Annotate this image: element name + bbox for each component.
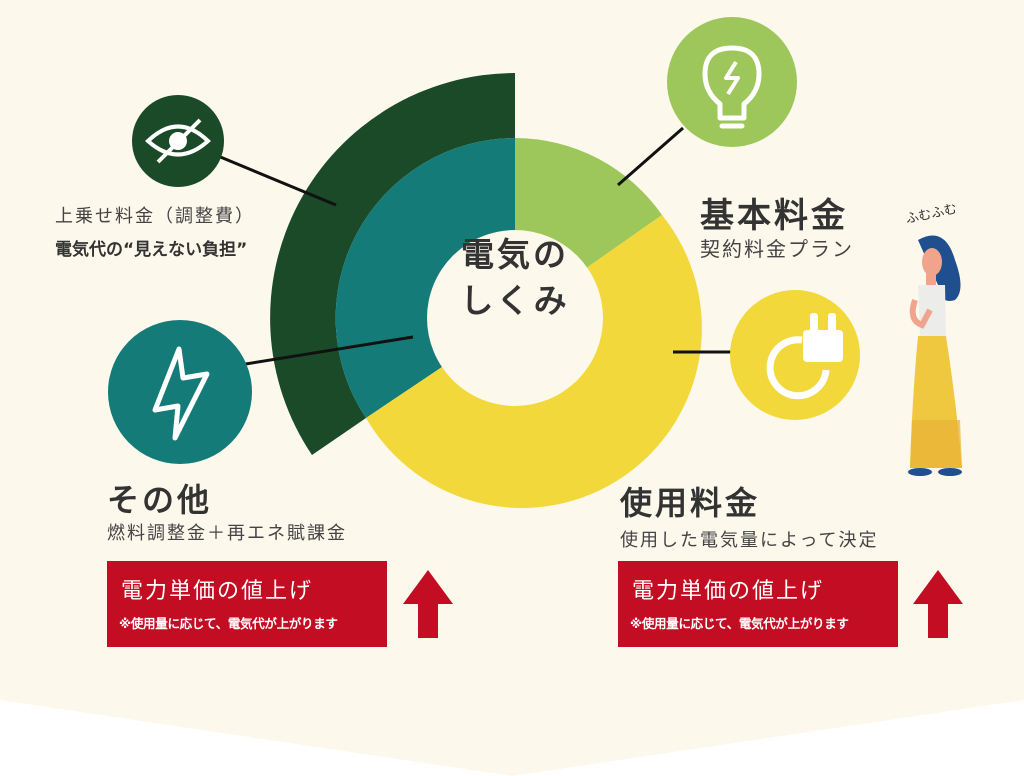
usage-title: 使用料金	[620, 484, 761, 522]
other-title: その他	[107, 481, 213, 519]
light-bulb-icon	[667, 17, 797, 147]
notice-note: ※使用量に応じて、電気代が上がります	[119, 616, 338, 631]
notice-title: 電力単価の値上げ	[121, 579, 314, 604]
basic-title: 基本料金	[700, 196, 848, 236]
surcharge-subtitle: 電気代の“見えない負担”	[55, 240, 248, 260]
lightning-icon	[108, 320, 252, 464]
other-price-notice: 電力単価の値上げ ※使用量に応じて、電気代が上がります	[107, 561, 387, 647]
thinking-woman-illustration	[908, 235, 962, 476]
center-title-line2: しくみ	[460, 281, 570, 320]
plug-icon	[730, 290, 860, 420]
eye-slash-icon	[132, 95, 224, 187]
other-subtitle: 燃料調整金＋再エネ賦課金	[107, 523, 347, 544]
usage-price-notice: 電力単価の値上げ ※使用量に応じて、電気代が上がります	[618, 561, 898, 647]
up-arrow-icon	[913, 570, 963, 638]
notice-title: 電力単価の値上げ	[632, 579, 825, 604]
up-arrow-icon	[403, 570, 453, 638]
notice-note: ※使用量に応じて、電気代が上がります	[630, 616, 849, 631]
surcharge-segment	[270, 73, 515, 455]
surcharge-title: 上乗せ料金（調整費）	[55, 206, 255, 227]
center-title-line1: 電気の	[461, 235, 569, 274]
center-title: 電気の しくみ	[427, 232, 603, 324]
usage-subtitle: 使用した電気量によって決定	[620, 530, 879, 551]
basic-subtitle: 契約料金プラン	[700, 237, 854, 261]
